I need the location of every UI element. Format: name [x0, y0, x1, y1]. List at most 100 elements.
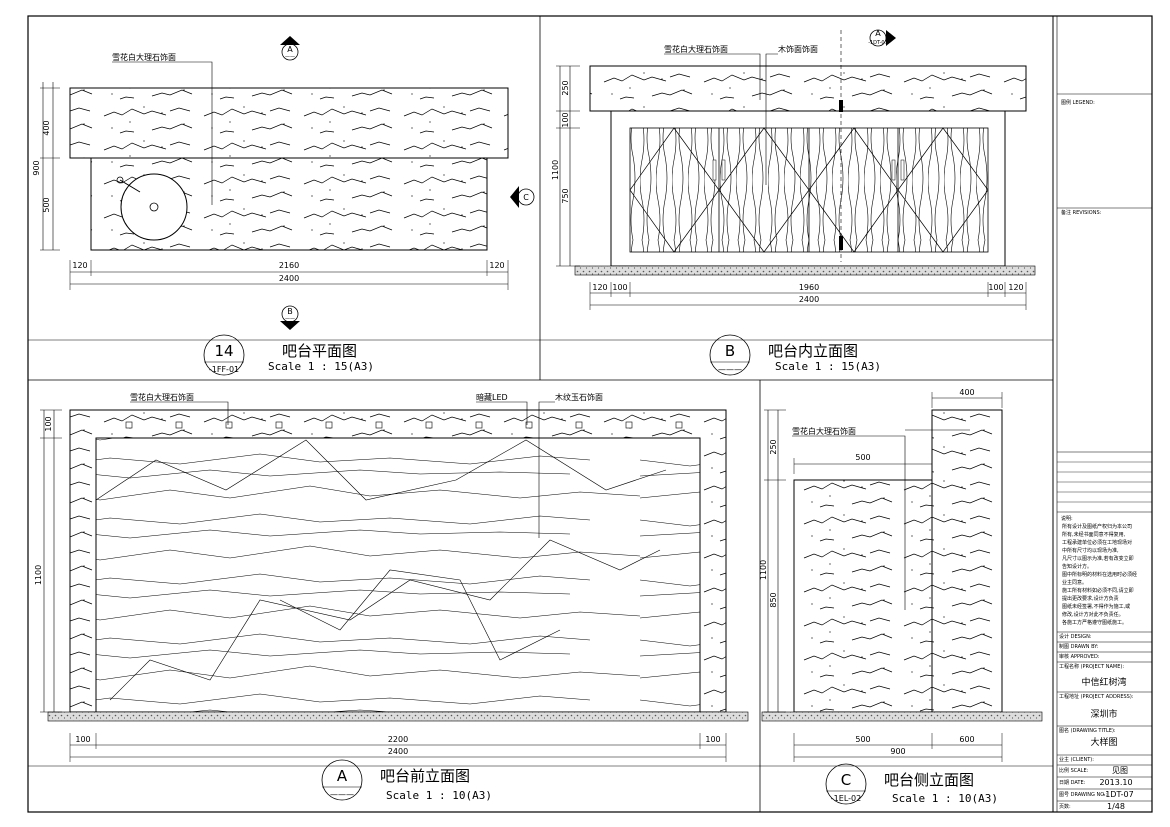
plan-ref: -1FF-01 — [209, 365, 239, 374]
plan-basin — [120, 173, 188, 241]
side-number: C — [841, 771, 851, 789]
note-line: 提出更改要求,设计方负责 — [1062, 595, 1119, 602]
side-dim-400-top: 400 — [959, 388, 974, 397]
note-line: 工程承建单位必须在工地现场对 — [1062, 539, 1132, 546]
plan-scale: Scale 1 : 15(A3) — [268, 360, 374, 373]
svg-text:-1DT-07: -1DT-07 — [868, 40, 888, 46]
plan-drain — [149, 202, 159, 212]
front-led-row — [125, 421, 683, 429]
side-dim-500-top: 500 — [855, 453, 870, 462]
scale-label: 比例 SCALE: — [1059, 767, 1089, 774]
side-title-block: C -1EL-02 吧台侧立面图 Scale 1 : 10(A3) — [825, 763, 998, 805]
drawing-title-label: 图名 (DRAWING TITLE): — [1059, 727, 1116, 734]
inner-countertop — [589, 65, 1027, 112]
project-name-label: 工程名称 (PROJECT NAME): — [1059, 663, 1124, 670]
plan-countertop — [69, 87, 509, 159]
side-dim-1100: 1100 — [759, 560, 768, 580]
svg-text:C: C — [523, 193, 529, 202]
inner-dim-1100: 1100 — [551, 160, 560, 180]
inner-dim-100: 100 — [561, 112, 570, 127]
drawing-no: -1DT-07 — [1102, 790, 1133, 799]
revision-label: 备注 REVISIONS: — [1061, 209, 1102, 216]
inner-scale: Scale 1 : 15(A3) — [775, 360, 881, 373]
inner-title: 吧台内立面图 — [768, 342, 858, 360]
inner-floor — [574, 265, 1036, 276]
inner-elevation: 250 100 1100 750 120 100 1960 100 120 24… — [551, 29, 1036, 376]
note-line: 凡尺寸以图示为准,若有改变立即 — [1062, 555, 1134, 562]
side-dim-850: 850 — [769, 592, 778, 607]
note-line: 所有,未经书面同意不得复用, — [1062, 531, 1126, 538]
note-line: 中所有尺寸均以现场为准, — [1062, 547, 1119, 554]
design-label: 设计 DESIGN: — [1059, 633, 1092, 640]
plan-title-block: 14 -1FF-01 吧台平面图 Scale 1 : 15(A3) — [203, 334, 374, 376]
inner-dim-1960: 1960 — [799, 283, 819, 292]
front-dim-2200: 2200 — [388, 735, 408, 744]
plan-marker-top: A —— — [280, 36, 300, 61]
inner-dim-120-right: 120 — [1008, 283, 1023, 292]
front-label-led: 暗藏LED — [476, 392, 508, 402]
front-dim-2400: 2400 — [388, 747, 408, 756]
front-title-block: A ——— 吧台前立面图 Scale 1 : 10(A3) — [321, 759, 492, 802]
front-dim-100-left: 100 — [75, 735, 90, 744]
client-label: 业主 (CLIENT): — [1059, 756, 1094, 763]
inner-number: B — [725, 342, 735, 360]
note-line: 业主同意。 — [1062, 579, 1087, 586]
svg-text:B: B — [287, 307, 293, 316]
plan-title: 吧台平面图 — [282, 342, 357, 360]
side-dim-600: 600 — [959, 735, 974, 744]
note-line: 告知设计方。 — [1062, 563, 1092, 570]
plan-dim-120-right: 120 — [489, 261, 504, 270]
svg-text:——: —— — [285, 316, 295, 322]
page-value: 1/48 — [1107, 802, 1125, 811]
front-title: 吧台前立面图 — [380, 767, 470, 785]
front-label-marble: 雪花白大理石饰面 — [130, 392, 194, 402]
note-line: 各施工方严格遵守图纸施工。 — [1062, 619, 1127, 626]
plan-dim-2400: 2400 — [279, 274, 299, 283]
front-elevation: 100 1100 100 2200 100 2400 雪花白大理石饰面 暗藏LE… — [34, 392, 749, 802]
plan-number: 14 — [214, 342, 233, 360]
side-title: 吧台侧立面图 — [884, 771, 974, 789]
project-name: 中信红树湾 — [1081, 676, 1126, 688]
front-number: A — [337, 767, 348, 785]
inner-dim-100-left: 100 — [612, 283, 627, 292]
inner-dim-750: 750 — [561, 188, 570, 203]
plan-view: 400 900 500 120 2160 120 2400 雪花白大理石饰面 A… — [32, 36, 535, 376]
plan-label-marble: 雪花白大理石饰面 — [112, 52, 176, 62]
title-block: 图例 LEGEND: 备注 REVISIONS: 说明: 所有设计及图纸产权归为… — [1057, 93, 1152, 811]
plan-dim-2160: 2160 — [279, 261, 299, 270]
plan-marker-right: C — [510, 186, 535, 208]
front-ref: ——— — [330, 790, 354, 799]
front-dim-100: 100 — [44, 416, 53, 431]
project-address: 深圳市 — [1090, 708, 1117, 720]
side-elevation: 400 500 250 1100 850 500 600 900 雪花白大理石饰… — [759, 388, 1043, 805]
plan-dim-900: 900 — [32, 160, 41, 175]
inner-dim-120-left: 120 — [592, 283, 607, 292]
inner-label-marble: 雪花白大理石饰面 — [664, 44, 728, 54]
note-line: 修改,设计方对此不负责任。 — [1062, 611, 1124, 618]
project-address-label: 工程地址 (PROJECT ADDRESS): — [1059, 693, 1134, 700]
inner-marker: A -1DT-07 — [868, 29, 896, 47]
note-line: 所有设计及图纸产权归为本公司 — [1062, 523, 1132, 530]
drawing-title: 大样图 — [1090, 736, 1117, 748]
date-value: 2013.10 — [1099, 778, 1132, 787]
checked-label: 审核 APPROVED: — [1059, 653, 1100, 660]
notes-label: 说明: — [1061, 515, 1073, 522]
plan-dim-120-left: 120 — [72, 261, 87, 270]
inner-dim-250: 250 — [561, 80, 570, 95]
side-dim-900: 900 — [890, 747, 905, 756]
inner-title-block: B ——— 吧台内立面图 Scale 1 : 15(A3) — [709, 334, 881, 376]
date-label: 日期 DATE: — [1059, 780, 1086, 786]
side-ref: -1EL-02 — [831, 794, 861, 803]
side-tall-panel — [931, 409, 1003, 713]
inner-dim-2400: 2400 — [799, 295, 819, 304]
front-dim-1100: 1100 — [34, 565, 43, 585]
front-label-jade: 木纹玉石饰面 — [555, 392, 603, 402]
side-label-marble: 雪花白大理石饰面 — [792, 426, 856, 436]
legend-label: 图例 LEGEND: — [1061, 99, 1095, 106]
front-floor — [47, 711, 749, 722]
side-dim-500: 500 — [855, 735, 870, 744]
side-dim-250: 250 — [769, 439, 778, 454]
inner-ref: ——— — [718, 365, 742, 374]
svg-text:——: —— — [285, 54, 295, 60]
